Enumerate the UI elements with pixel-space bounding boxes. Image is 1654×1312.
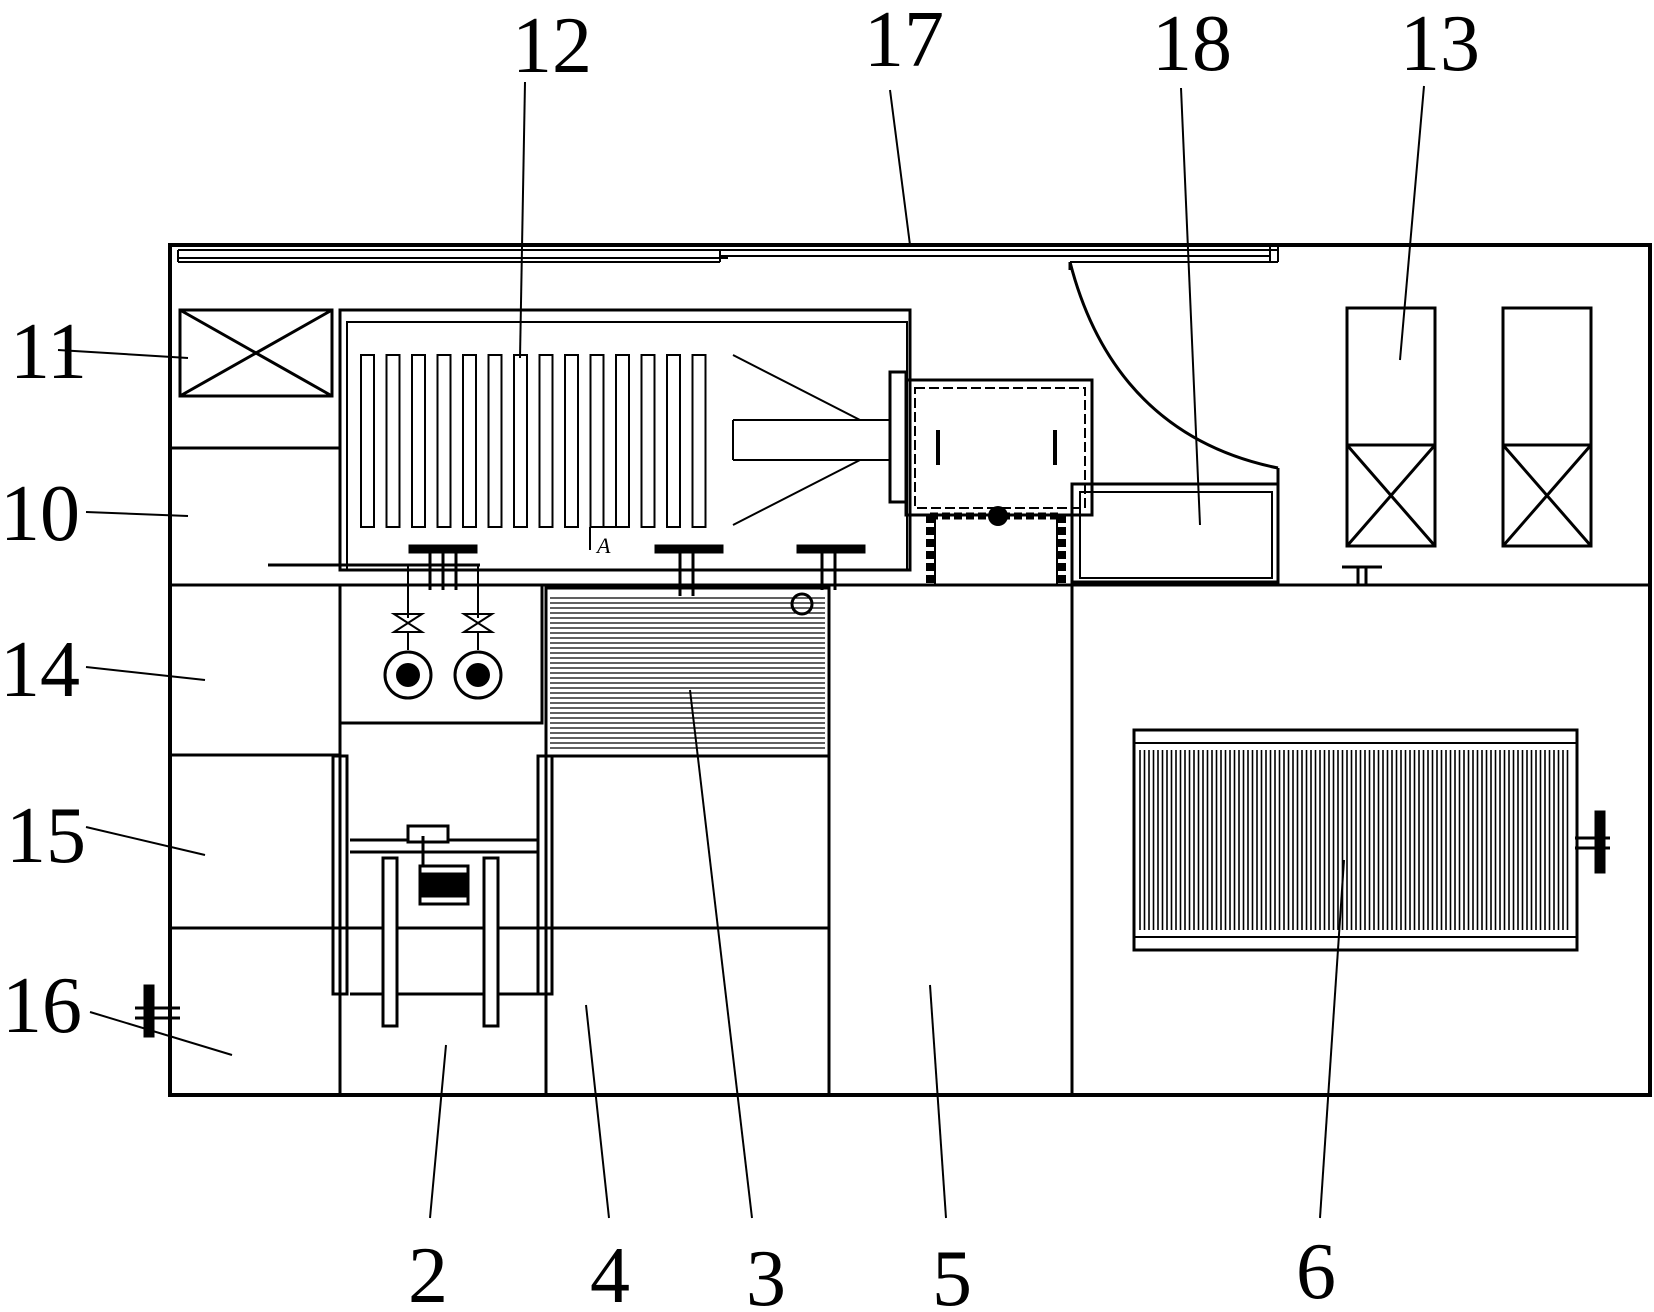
t-fitting xyxy=(1342,565,1382,585)
handle-6 xyxy=(1575,810,1610,874)
lower-dividers xyxy=(340,585,1074,1095)
box-18 xyxy=(1070,482,1280,584)
callout-12: 12 xyxy=(512,2,592,90)
callout-14: 14 xyxy=(0,626,80,714)
callout-11: 11 xyxy=(10,308,87,396)
burner-box xyxy=(888,370,1094,585)
pump-cell xyxy=(338,565,544,725)
left-column xyxy=(170,446,342,1095)
frame-2 xyxy=(331,754,554,1028)
box-11 xyxy=(178,308,334,398)
dryer-slat xyxy=(615,354,630,528)
callout-15: 15 xyxy=(6,792,86,880)
dryer-slat xyxy=(589,354,605,528)
dryer-slat xyxy=(538,354,554,528)
screen-6 xyxy=(1132,728,1579,952)
box-13 xyxy=(1345,306,1593,548)
dryer-slat xyxy=(564,354,579,528)
dryer-slat xyxy=(487,354,503,528)
dryer-slat xyxy=(513,354,528,528)
handle-16 xyxy=(135,984,180,1038)
callout-5: 5 xyxy=(932,1235,972,1312)
callout-6: 6 xyxy=(1296,1228,1336,1312)
tank-3 xyxy=(544,586,831,758)
callout-13: 13 xyxy=(1400,0,1480,88)
door-arc xyxy=(1068,261,1279,470)
dryer-slat xyxy=(691,354,707,528)
dryer-slat xyxy=(436,354,452,528)
callout-3: 3 xyxy=(746,1235,786,1312)
callout-18: 18 xyxy=(1152,0,1232,88)
callout-10: 10 xyxy=(0,470,80,558)
dryer-slat xyxy=(360,354,375,528)
callout-4: 4 xyxy=(590,1232,630,1312)
callout-2: 2 xyxy=(408,1232,448,1312)
dryer-slat xyxy=(640,354,656,528)
callout-16: 16 xyxy=(2,962,82,1050)
leader-lines xyxy=(57,81,1425,1219)
top-rail xyxy=(177,245,1279,263)
dryer-slat xyxy=(411,354,426,528)
section-mark-a: A xyxy=(589,526,622,558)
dryer-slat xyxy=(666,354,681,528)
callout-numbers: 11 10 14 15 16 12 17 18 13 2 4 3 5 6 xyxy=(0,0,1480,1312)
section-label: A xyxy=(595,533,611,558)
dryer-12 xyxy=(338,308,912,572)
dryer-slat xyxy=(462,354,477,528)
dryer-slat xyxy=(385,354,401,528)
callout-17: 17 xyxy=(864,0,944,84)
